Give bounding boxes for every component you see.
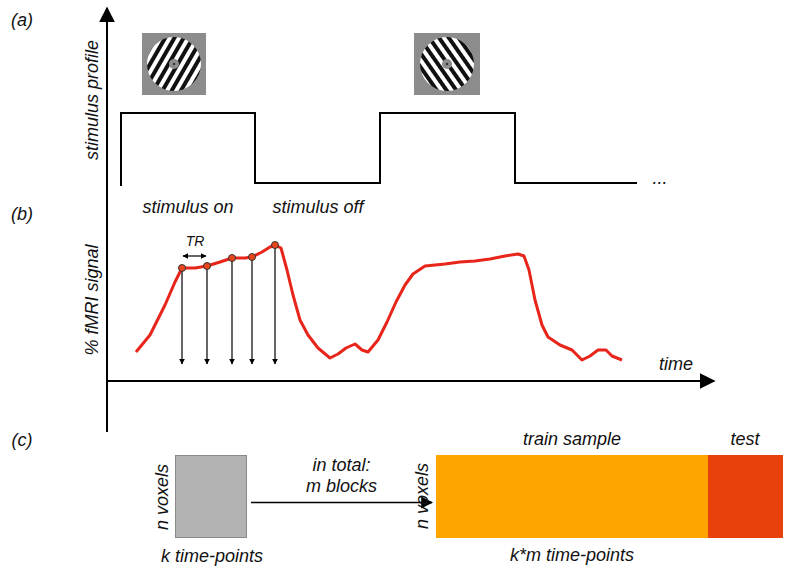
axis-label: time: [659, 354, 693, 375]
axis-label: stimulus profile: [82, 40, 103, 160]
matrix-label: n voxels: [152, 464, 173, 530]
grating-stimulus: [414, 33, 480, 95]
panel-letter: (c): [12, 430, 33, 451]
axis-label: ...: [652, 168, 667, 189]
data-matrix: test: [708, 455, 783, 538]
y-axis: [106, 8, 108, 432]
panel-letter: (a): [11, 10, 33, 31]
fmri-signal: [136, 245, 622, 360]
data-matrix: n voxelsk time-points: [175, 455, 247, 538]
time-axis: [107, 380, 714, 382]
sample-arrows: [182, 247, 275, 364]
axis-label: stimulus off: [272, 197, 363, 218]
axis-label: stimulus on: [142, 197, 233, 218]
tr-interval: [183, 255, 206, 256]
axis-label: TR: [186, 233, 205, 249]
block-arrow: [251, 502, 432, 504]
matrix-label: k*m time-points: [510, 545, 634, 566]
stimulus-profile: [121, 113, 637, 186]
axis-label: % fMRI signal: [82, 244, 103, 355]
matrix-label: train sample: [523, 429, 621, 450]
edge-label: in total: m blocks: [304, 455, 380, 496]
matrix-label: k time-points: [161, 546, 263, 567]
matrix-label: n voxels: [412, 463, 433, 529]
data-matrix: train samplen voxelsk*m time-points: [436, 455, 708, 538]
grating-stimulus: [142, 33, 206, 95]
matrix-label: test: [730, 429, 759, 450]
panel-letter: (b): [11, 204, 33, 225]
